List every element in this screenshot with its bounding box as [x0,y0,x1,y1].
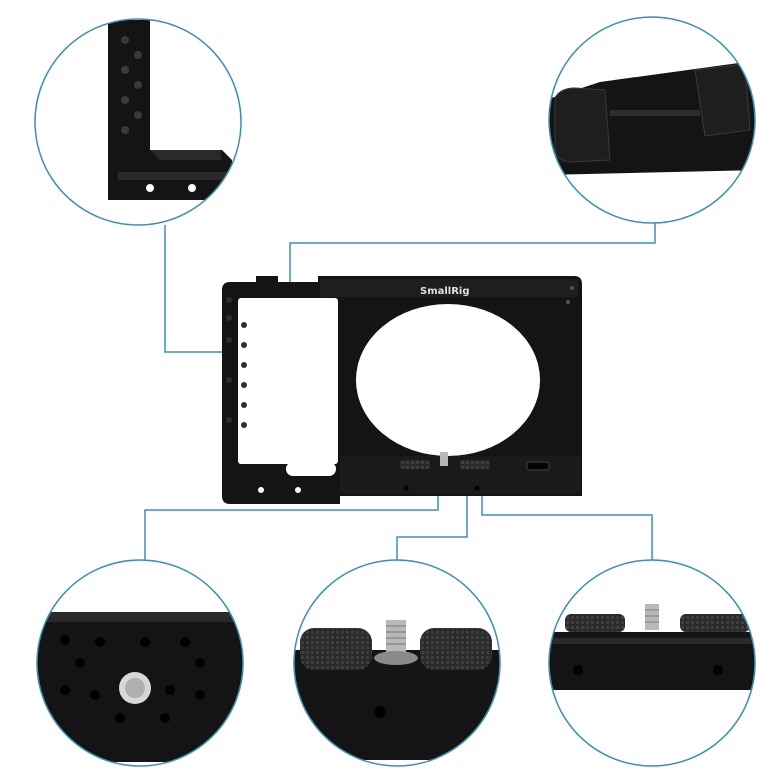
camera-cage: SmallRig [222,276,582,504]
detail-cold-shoe [548,16,756,224]
callout-ring [34,18,242,226]
brand-logo-text: SmallRig [420,286,470,297]
detail-base-plate-edge [548,559,756,767]
detail-bottom-threaded-holes [36,559,244,767]
detail-left-side-plate [34,18,242,226]
detail-quick-release-screw [293,559,501,767]
callout-connector-lines [144,222,656,560]
callout-ring [293,559,501,767]
callout-ring [548,559,756,767]
callout-ring [36,559,244,767]
callout-ring [548,16,756,224]
